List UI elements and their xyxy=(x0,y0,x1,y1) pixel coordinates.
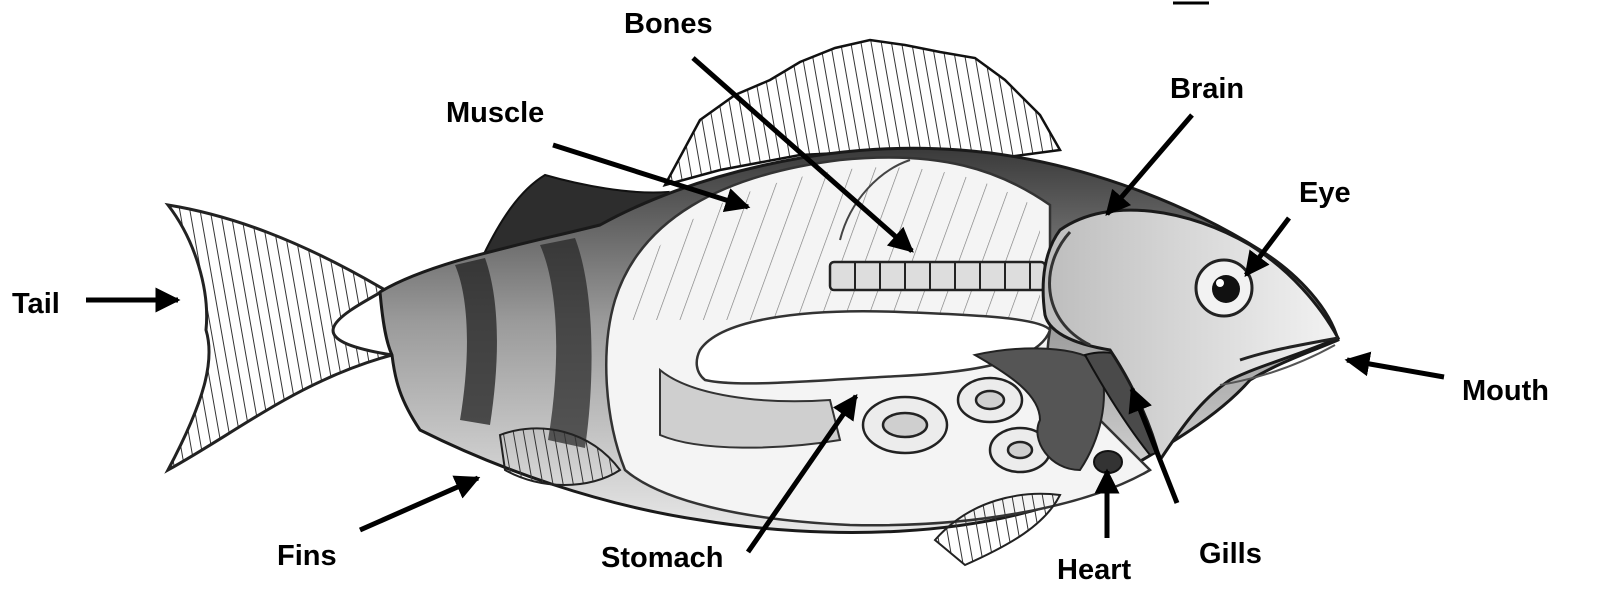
label-gills: Gills xyxy=(1199,540,1262,569)
label-bones: Bones xyxy=(624,10,713,39)
label-brain: Brain xyxy=(1170,75,1244,104)
label-stomach: Stomach xyxy=(601,544,723,573)
label-heart: Heart xyxy=(1057,556,1131,585)
fins-arrow xyxy=(360,478,478,530)
heart-shape xyxy=(1094,451,1122,473)
label-eye: Eye xyxy=(1299,179,1351,208)
tail-fin-shape xyxy=(168,205,392,470)
mouth-arrow xyxy=(1347,360,1444,377)
label-mouth: Mouth xyxy=(1462,377,1549,406)
vertebral-column xyxy=(830,262,1045,290)
pupil-shape xyxy=(1212,275,1240,303)
label-muscle: Muscle xyxy=(446,99,544,128)
label-tail: Tail xyxy=(12,290,60,319)
label-fins: Fins xyxy=(277,542,337,571)
eye-highlight xyxy=(1216,279,1224,287)
